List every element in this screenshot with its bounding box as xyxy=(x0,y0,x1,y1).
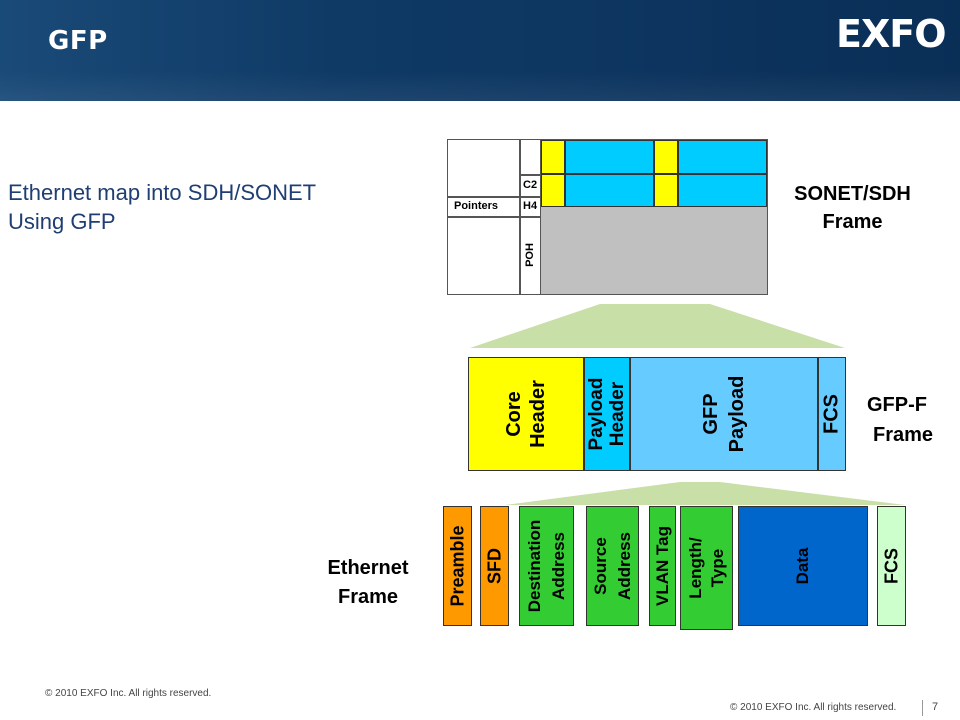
footer-copyright-right: © 2010 EXFO Inc. All rights reserved. xyxy=(730,702,897,713)
ethernet-frame-label-line-2: Frame xyxy=(337,586,399,608)
subtitle-line-1: Ethernet map into SDH/SONET xyxy=(8,180,317,205)
eth-data: Data xyxy=(738,506,868,626)
sdh-row-1-cyan-a xyxy=(565,140,654,174)
footer-copyright-left: © 2010 EXFO Inc. All rights reserved. xyxy=(45,688,212,699)
gfp-payload: GFP Payload xyxy=(630,357,818,471)
ethernet-frame-label: Ethernet Frame xyxy=(308,554,428,612)
sdh-c2-label: C2 xyxy=(523,179,538,191)
sdh-row-1-cyan-b xyxy=(678,140,767,174)
sdh-frame-label-line-2: Frame xyxy=(822,211,883,233)
eth-sfd: SFD xyxy=(480,506,509,626)
eth-source-address: Source Address xyxy=(586,506,639,626)
sdh-h4-label: H4 xyxy=(523,200,538,212)
sdh-row-1-yellow-b xyxy=(654,140,678,174)
sdh-poh-cell: POH xyxy=(520,230,540,280)
eth-fcs-label: FCS xyxy=(881,548,901,584)
eth-data-label: Data xyxy=(793,547,812,585)
page-title: GFP xyxy=(48,26,108,56)
sdh-poh-label: POH xyxy=(524,243,536,267)
eth-preamble: Preamble xyxy=(443,506,472,626)
gfp-payload-header: Payload Header xyxy=(584,357,630,471)
eth-destination-address-label: Destination Address xyxy=(524,519,568,613)
sdh-pointers-label: Pointers xyxy=(454,200,499,212)
sdh-payload-area xyxy=(541,207,767,294)
gfp-frame-label-line-1: GFP-F xyxy=(867,394,927,416)
eth-preamble-label: Preamble xyxy=(447,525,467,607)
gfp-payload-header-label: Payload Header xyxy=(586,377,628,451)
gfp-core-header-label: Core Header xyxy=(503,380,549,448)
eth-sfd-label: SFD xyxy=(484,548,504,584)
eth-vlan-tag: VLAN Tag xyxy=(649,506,676,626)
subtitle-line-2: Using GFP xyxy=(8,209,116,234)
sdh-row-1-yellow-a xyxy=(541,140,565,174)
sdh-gfp-connector xyxy=(470,304,845,348)
eth-fcs: FCS xyxy=(877,506,906,626)
sdh-row-2-yellow-a xyxy=(541,174,565,207)
eth-source-address-label: Source Address xyxy=(590,531,634,601)
sdh-row-2-cyan-b xyxy=(678,174,767,207)
sdh-divider-horizontal-1 xyxy=(448,196,541,198)
exfo-logo: EXFO xyxy=(836,12,947,56)
sdh-divider-horizontal-3 xyxy=(519,174,541,176)
eth-length-type: Length/ Type xyxy=(680,506,733,630)
gfp-ethernet-connector xyxy=(505,482,905,505)
eth-destination-address: Destination Address xyxy=(519,506,574,626)
gfp-frame-label: GFP-F Frame xyxy=(855,390,955,450)
ethernet-frame-label-line-1: Ethernet xyxy=(327,557,409,579)
footer-divider xyxy=(922,700,923,716)
gfp-payload-label: GFP Payload xyxy=(700,375,748,453)
sdh-frame-label-line-1: SONET/SDH xyxy=(794,183,911,205)
subtitle: Ethernet map into SDH/SONET Using GFP xyxy=(8,178,316,236)
sdh-row-2-yellow-b xyxy=(654,174,678,207)
gfp-frame-label-line-2: Frame xyxy=(873,424,934,446)
eth-length-type-label: Length/ Type xyxy=(685,537,727,599)
sdh-divider-horizontal-2 xyxy=(448,216,541,218)
gfp-fcs-label: FCS xyxy=(820,394,843,434)
sdh-row-2-cyan-a xyxy=(565,174,654,207)
sdh-frame-label: SONET/SDH Frame xyxy=(770,180,935,236)
gfp-core-header: Core Header xyxy=(468,357,584,471)
eth-vlan-tag-label: VLAN Tag xyxy=(652,526,672,606)
header-bar: GFP EXFO xyxy=(0,0,960,101)
page-number: 7 xyxy=(932,701,939,713)
gfp-fcs: FCS xyxy=(818,357,846,471)
